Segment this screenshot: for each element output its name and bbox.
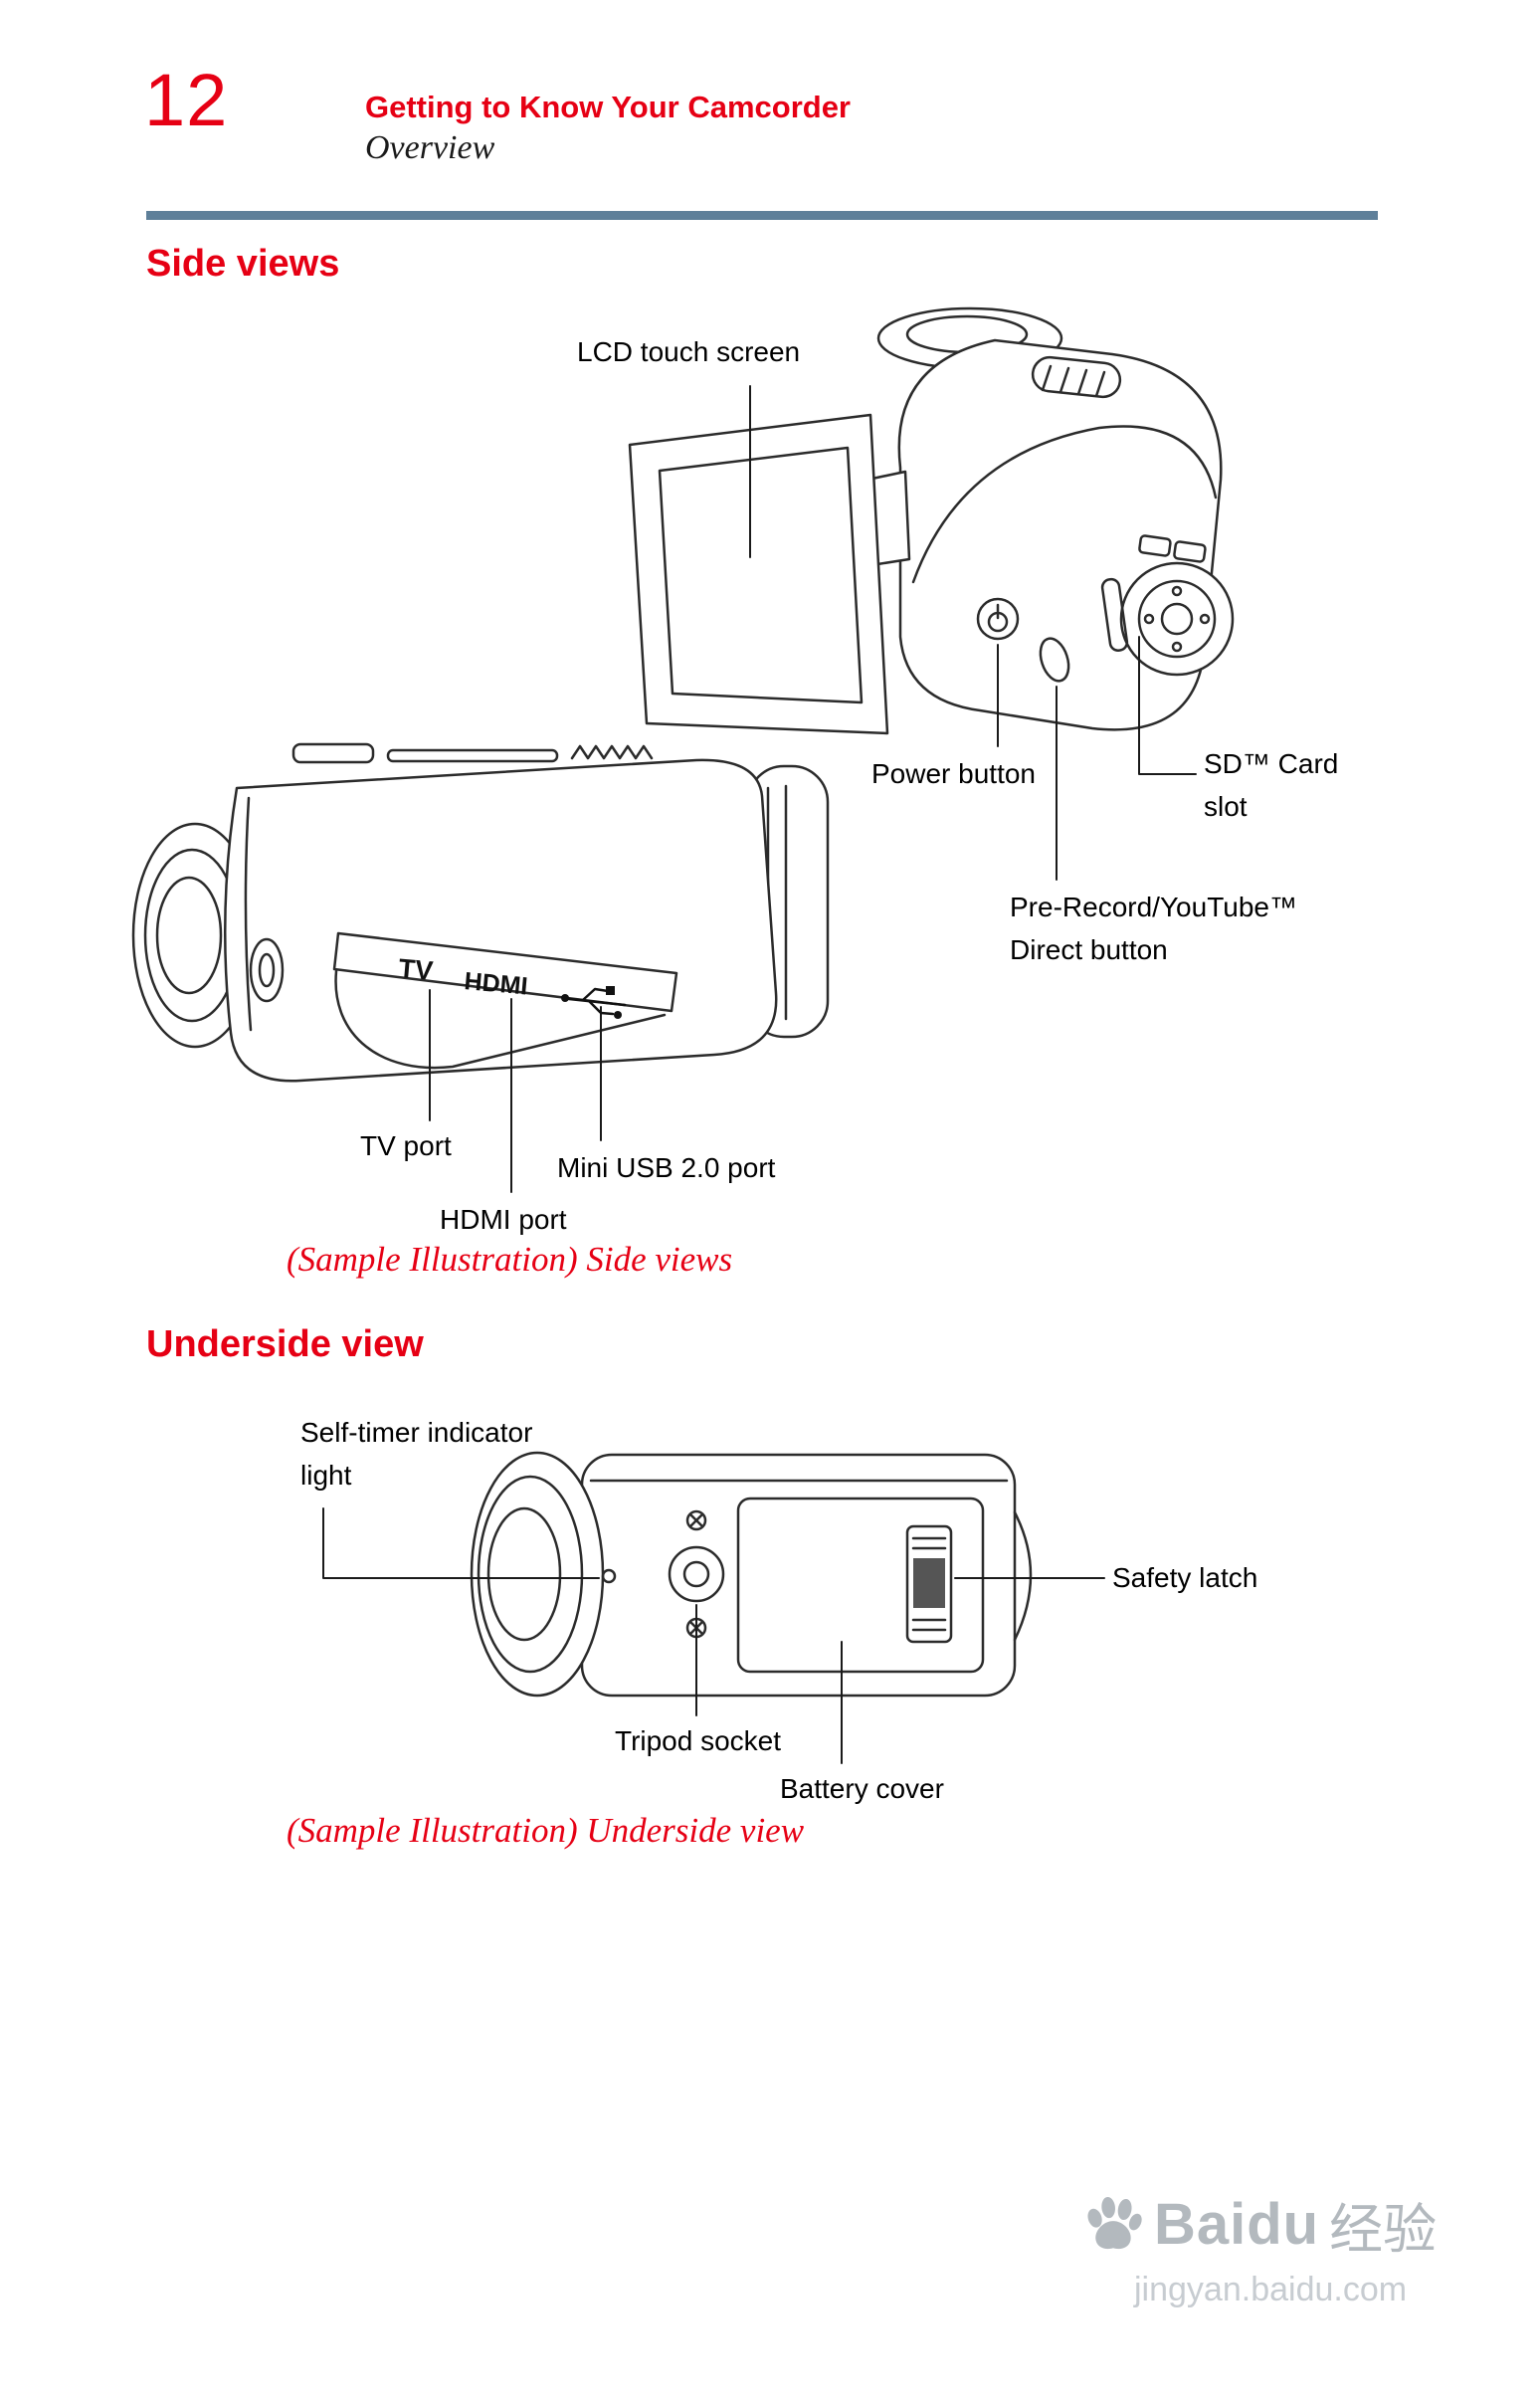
callout-hdmi-port: HDMI port	[440, 1204, 567, 1235]
callout-tripod-socket: Tripod socket	[615, 1725, 782, 1756]
camcorder-rear-illustration	[628, 306, 1235, 735]
callout-power-button: Power button	[871, 758, 1036, 789]
usb-icon	[561, 986, 627, 1019]
camcorder-underside-illustration	[470, 1451, 1033, 1698]
callout-lcd-touch-screen: LCD touch screen	[577, 336, 801, 367]
header-title: Getting to Know Your Camcorder	[365, 90, 851, 124]
callout-self-timer-line1: Self-timer indicator	[300, 1417, 533, 1448]
callout-prerecord-line1: Pre-Record/YouTube™	[1010, 892, 1297, 922]
sd-card-slot-illustration	[1100, 577, 1129, 652]
caption-side-views: (Sample Illustration) Side views	[287, 1240, 733, 1279]
watermark-url: jingyan.baidu.com	[1134, 2271, 1408, 2308]
caption-underside-view: (Sample Illustration) Underside view	[287, 1811, 805, 1850]
leader-self-timer	[322, 1507, 600, 1579]
tv-port-marking: TV	[397, 953, 434, 986]
watermark-brand: Baidu	[1154, 2192, 1320, 2257]
leader-sd	[1138, 636, 1197, 775]
callout-battery-cover: Battery cover	[780, 1773, 944, 1804]
callout-sd-card-slot-line1: SD™ Card	[1204, 748, 1339, 779]
callout-prerecord-line2: Direct button	[1010, 934, 1168, 966]
battery-cover-illustration	[736, 1497, 985, 1674]
callout-tv-port: TV port	[360, 1130, 452, 1161]
watermark-brand-cn: 经验	[1329, 2200, 1438, 2260]
safety-latch-illustration	[905, 1524, 953, 1644]
lcd-panel-illustration	[628, 413, 889, 735]
section-heading-underside-view: Underside view	[146, 1323, 424, 1365]
self-timer-indicator-illustration	[601, 1568, 617, 1584]
leader-lines	[322, 385, 1197, 1764]
page-number: 12	[144, 59, 229, 141]
callout-safety-latch: Safety latch	[1112, 1562, 1258, 1593]
callout-sd-card-slot-line2: slot	[1204, 791, 1248, 823]
callout-sd-card-slot: SD™ Card slot	[1204, 742, 1338, 829]
prerecord-button-illustration	[1039, 637, 1070, 683]
callout-self-timer-line2: light	[300, 1460, 352, 1492]
watermark: Baidu 经验	[1082, 2185, 1437, 2264]
header-subtitle: Overview	[365, 129, 495, 166]
section-heading-side-views: Side views	[146, 243, 340, 285]
power-button-illustration	[976, 597, 1020, 641]
callout-self-timer-light: Self-timer indicator light	[300, 1411, 532, 1498]
header-rule	[146, 211, 1378, 220]
camcorder-side-illustration	[131, 742, 830, 1083]
baidu-paw-icon	[1087, 2196, 1142, 2249]
callout-prerecord-button: Pre-Record/YouTube™ Direct button	[1010, 886, 1297, 972]
callout-mini-usb-port: Mini USB 2.0 port	[557, 1152, 776, 1183]
hdmi-port-marking: HDMI	[463, 967, 528, 1000]
